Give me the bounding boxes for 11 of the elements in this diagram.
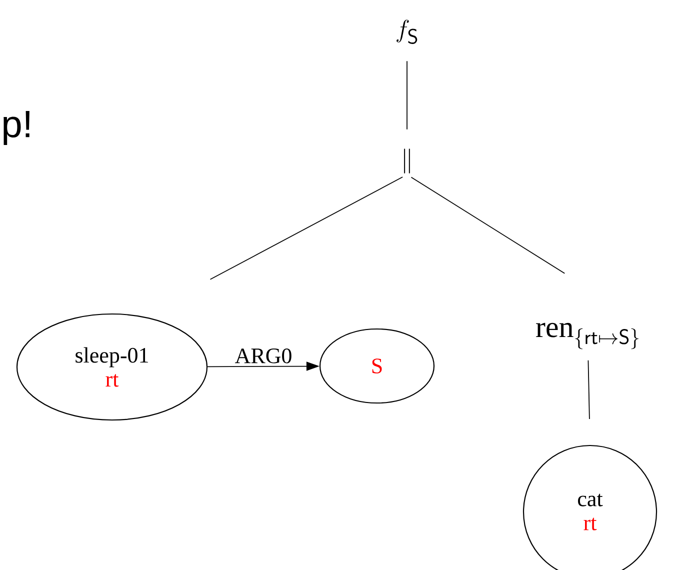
connector-line	[406, 60, 408, 130]
connector-line	[210, 176, 404, 280]
ellipse-node: sleep-01 rt	[16, 313, 208, 421]
connector-line	[588, 360, 590, 420]
slide-text: p!	[4, 110, 30, 146]
formula-label: $\|$	[404, 148, 410, 174]
edge-label: ARG0	[235, 348, 292, 364]
connector-line	[410, 176, 566, 274]
ellipse-node: S	[319, 328, 435, 404]
formula-label: $f_{\mathsf{S}}$	[396, 20, 418, 44]
formula-label: $\mathrm{ren}_{\{\mathsf{rt}\mapsto\mathsf{S}\}}$	[536, 322, 639, 350]
